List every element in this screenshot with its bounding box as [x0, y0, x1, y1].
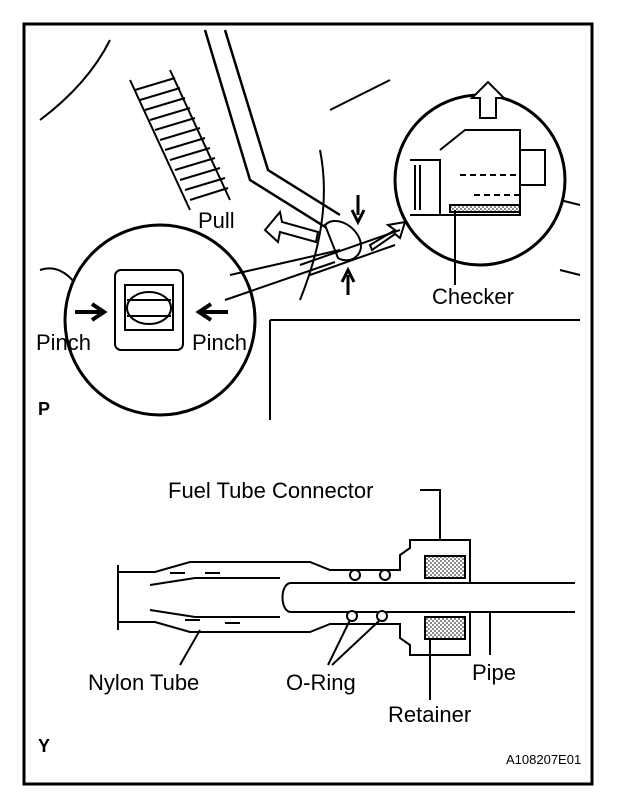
retainer-bottom	[424, 616, 466, 640]
nylon-tube-outline	[118, 539, 471, 656]
pinch-arrow-right	[195, 302, 228, 322]
nylon-tube-label: Nylon Tube	[88, 670, 199, 695]
push-arrow-top	[350, 195, 366, 226]
retainer-top	[424, 555, 466, 579]
push-arrow-bottom	[340, 266, 356, 295]
pull-label: Pull	[198, 208, 235, 233]
figure-code: A108207E01	[506, 752, 581, 767]
pull-arrow	[263, 209, 320, 244]
pinch-left-label: Pinch	[36, 330, 91, 355]
outer-border	[22, 22, 594, 786]
checker-label: Checker	[432, 284, 514, 309]
connector-body	[323, 220, 362, 262]
connector-leader	[420, 489, 441, 540]
bottom-figure	[117, 489, 575, 700]
fuel-pipe	[203, 29, 341, 232]
pipe-outline	[281, 582, 575, 613]
checker-detail	[410, 80, 546, 285]
bottom-view-letter: Y	[38, 736, 50, 756]
checker-up-arrow	[469, 80, 507, 119]
corrugated-hose	[129, 69, 231, 211]
checker-arrow	[368, 220, 407, 252]
o-ring-3	[346, 610, 358, 622]
checker-leader	[299, 229, 401, 276]
o-ring-2	[379, 569, 391, 581]
top-view-letter: P	[38, 399, 50, 419]
pinch-leader	[224, 249, 341, 301]
pinch-right-label: Pinch	[192, 330, 247, 355]
fuel-tube-connector-label: Fuel Tube Connector	[168, 478, 373, 503]
pipe-label: Pipe	[472, 660, 516, 685]
retainer-label: Retainer	[388, 702, 471, 727]
pinch-detail	[75, 269, 228, 351]
o-ring-label: O-Ring	[286, 670, 356, 695]
o-ring-4	[376, 610, 388, 622]
top-figure	[39, 29, 581, 420]
pinch-arrow-left	[75, 302, 108, 322]
o-ring-leader	[327, 619, 381, 666]
o-ring-1	[349, 569, 361, 581]
nylon-tube-inner	[149, 577, 280, 618]
nylon-tube-leader	[179, 629, 201, 666]
